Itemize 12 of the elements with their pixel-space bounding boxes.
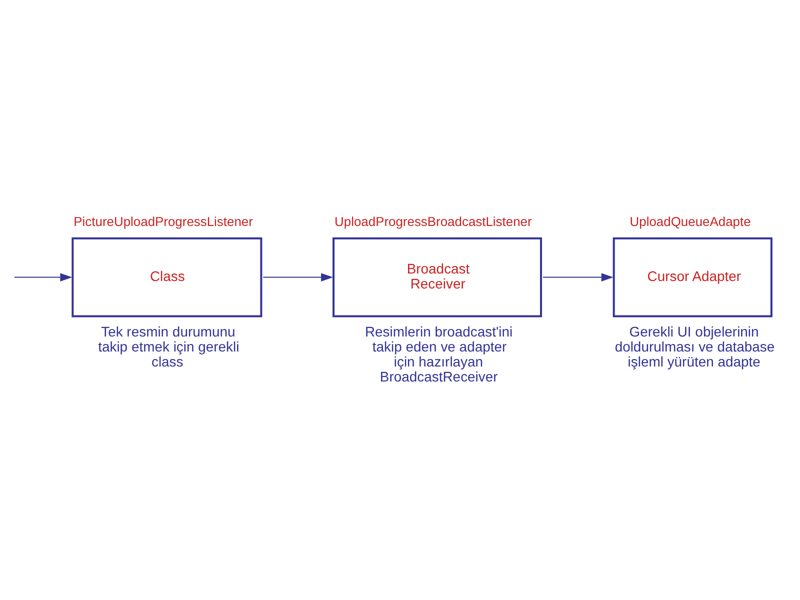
node-label: Gerekli UI objelerinin doldurulması ve database işleml yürüten adapte: [614, 323, 775, 370]
arrow: [542, 273, 614, 282]
arrow: [262, 273, 334, 282]
node-label: Tek resmin durumunu takip etmek için gerekli class: [98, 323, 240, 370]
node-box: Cursor Adapter: [612, 237, 772, 318]
arrow: [14, 273, 72, 282]
node-label: UploadQueueAdapte: [630, 214, 751, 229]
node-box: Class: [72, 237, 262, 318]
node-label: PictureUploadProgressListener: [74, 214, 253, 229]
node-label: UploadProgressBroadcastListener: [334, 214, 532, 229]
node-label: Resimlerin broadcast'ini takip eden ve adapter için hazırlayan BroadcastReceiver: [364, 323, 513, 384]
node-box: Broadcast Receiver: [332, 237, 542, 318]
